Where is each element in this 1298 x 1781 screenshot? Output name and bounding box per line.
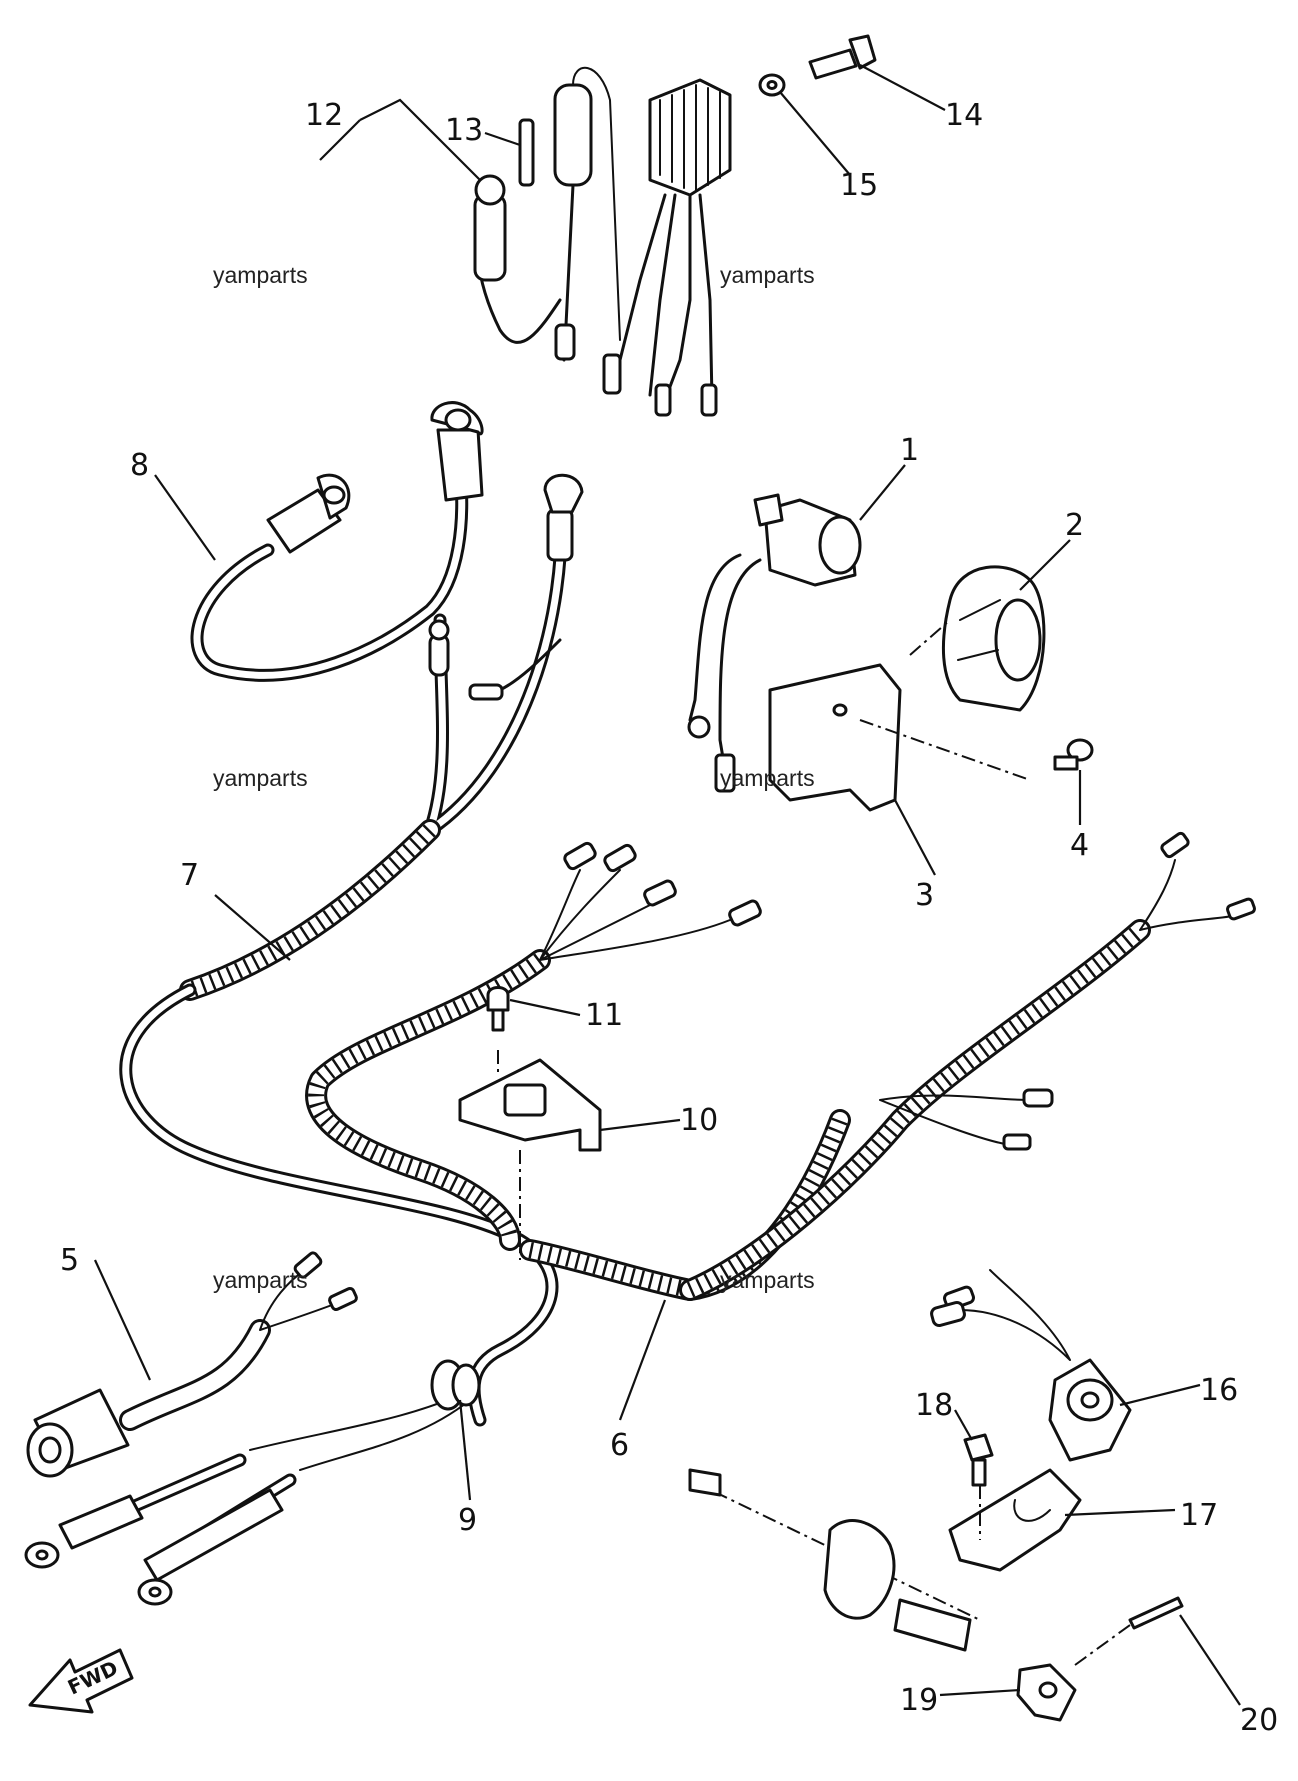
switch-plate-17 [948,1468,1082,1572]
bolt-18 [963,1433,994,1487]
watermarks: yamparts yamparts yamparts yamparts yamp… [213,262,815,1293]
callout-10: 10 [680,1103,718,1138]
callout-2: 2 [1065,508,1084,543]
callout-1: 1 [900,433,919,468]
watermark: yamparts [720,1267,815,1293]
sub-harness-6 [305,831,1256,1301]
callout-18: 18 [915,1388,953,1423]
callout-20: 20 [1240,1703,1278,1738]
pin-20 [1128,1596,1184,1630]
relay-axis [859,619,1031,781]
fuse-holder-assembly [473,66,621,362]
pin-20-axis [1074,1624,1131,1666]
callout-13: 13 [445,113,483,148]
callout-19: 19 [900,1683,938,1718]
callout-12: 12 [305,98,343,133]
callout-5: 5 [60,1243,79,1278]
starter-relay-1 [687,493,862,793]
callout-4: 4 [1070,828,1089,863]
forward-arrow-icon: FWD [28,1648,134,1714]
battery-cable-8 [190,401,484,682]
bolt-14 [808,34,877,80]
watermark: yamparts [213,262,308,288]
bolt-4 [1053,738,1094,771]
relay-cover-2 [942,565,1046,712]
callout-8: 8 [130,448,149,483]
bracket-10 [458,1058,602,1152]
watermark: yamparts [213,1267,308,1293]
watermark: yamparts [213,765,308,791]
switch-16 [930,1269,1132,1462]
watermark: yamparts [720,765,815,791]
battery-leads-9 [24,1359,481,1606]
clamp-19 [1016,1663,1077,1722]
callout-3: 3 [915,878,934,913]
callout-11: 11 [585,998,623,1033]
steering-bar [688,1468,981,1652]
callout-17: 17 [1180,1498,1218,1533]
callout-15: 15 [840,168,878,203]
bolt-11 [486,986,510,1032]
watermark: yamparts [720,262,815,288]
callout-9: 9 [458,1503,477,1538]
callout-6: 6 [610,1428,629,1463]
washer-15 [758,73,786,97]
callout-14: 14 [945,98,983,133]
callout-16: 16 [1200,1373,1238,1408]
lead-wire-5 [26,1251,358,1478]
relay-bracket-3 [768,663,902,812]
regulator-rectifier [602,78,732,417]
callout-7: 7 [180,858,199,893]
leader-lines [94,64,1241,1706]
callout-labels: 1 2 3 4 5 6 7 8 9 10 11 12 13 14 15 16 1… [60,98,1278,1738]
main-harness-7 [119,473,584,1471]
